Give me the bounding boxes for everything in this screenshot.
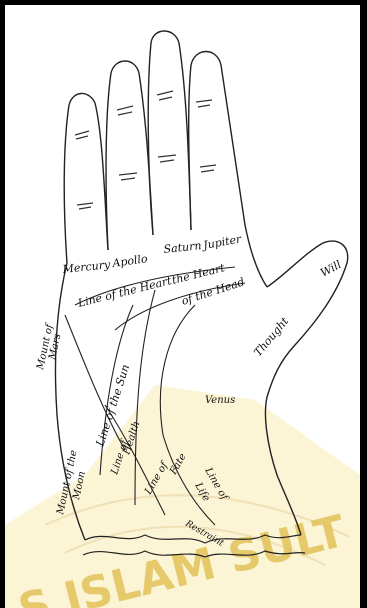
finger-label-jupiter: Jupiter bbox=[200, 232, 243, 252]
finger-label-apollo: Apollo bbox=[111, 252, 149, 270]
mount-label-venus: Venus bbox=[205, 395, 235, 406]
palm-illustration: S ISLAM SULT M bbox=[5, 5, 360, 608]
thumb-label-will: Will bbox=[318, 258, 344, 280]
finger-label-mercury: Mercury bbox=[61, 258, 112, 276]
finger-label-saturn: Saturn bbox=[163, 239, 202, 256]
thumb-label-thought: Thought bbox=[251, 314, 291, 359]
